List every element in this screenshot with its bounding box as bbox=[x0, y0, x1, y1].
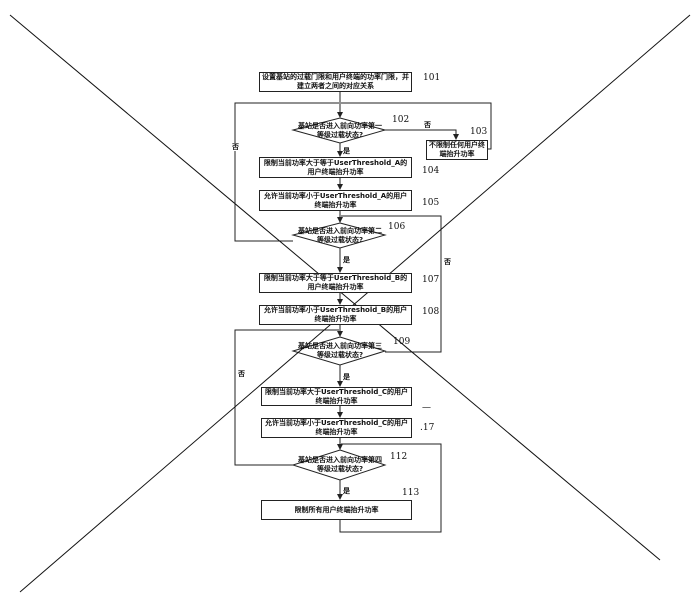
step-text: 限制所有用户终端抬升功率 bbox=[294, 505, 379, 514]
step-text: 限制当前功率大于UserThreshold_C的用户终端抬升功率 bbox=[264, 387, 408, 405]
step-number: 104 bbox=[422, 166, 440, 176]
step-number: 108 bbox=[422, 307, 440, 317]
decision-109-text: 基站是否进入前向功率第三等级过载状态? bbox=[298, 342, 382, 359]
decision-106-text: 基站是否进入前向功率第二等级过载状态? bbox=[298, 227, 382, 244]
step-104-box: 限制当前功率大于等于UserThreshold_A的用户终端抬升功率 bbox=[259, 157, 412, 178]
step-number: 112 bbox=[390, 452, 408, 462]
step-110-box: 限制当前功率大于UserThreshold_C的用户终端抬升功率 bbox=[261, 387, 412, 406]
step-text: 允许当前功率小于UserThreshold_C的用户终端抬升功率 bbox=[264, 419, 408, 436]
step-108-box: 允许当前功率小于UserThreshold_B的用户终端抬升功率 bbox=[259, 305, 412, 325]
step-number: 109 bbox=[393, 337, 411, 347]
step-105-box: 允许当前功率小于UserThreshold_A的用户终端抬升功率 bbox=[259, 190, 412, 211]
step-number: 101 bbox=[423, 73, 441, 83]
step-text: 允许当前功率小于UserThreshold_B的用户终端抬升功率 bbox=[263, 306, 408, 323]
step-111-box: 允许当前功率小于UserThreshold_C的用户终端抬升功率 bbox=[261, 418, 412, 438]
yes-label: 是 bbox=[343, 147, 350, 155]
step-number: 105 bbox=[422, 198, 440, 208]
no-label: 否 bbox=[444, 258, 451, 266]
step-101-box: 设置基站的过载门限和用户终端的功率门限，并建立两者之间的对应关系 bbox=[259, 72, 412, 92]
step-text: 允许当前功率小于UserThreshold_A的用户终端抬升功率 bbox=[263, 191, 408, 209]
yes-label: 是 bbox=[343, 487, 350, 495]
step-number: 103 bbox=[470, 127, 488, 137]
no-label: 否 bbox=[232, 143, 239, 151]
step-number: 113 bbox=[402, 488, 420, 498]
step-107-box: 限制当前功率大于等于UserThreshold_B的用户终端抬升功率 bbox=[259, 273, 412, 293]
step-number: — bbox=[422, 403, 431, 413]
step-text: 限制当前功率大于等于UserThreshold_B的用户终端抬升功率 bbox=[263, 274, 408, 291]
no-label: 否 bbox=[238, 370, 245, 378]
yes-label: 是 bbox=[343, 256, 350, 264]
step-text: 限制当前功率大于等于UserThreshold_A的用户终端抬升功率 bbox=[263, 158, 408, 176]
step-text: 不限制任何用户终端抬升功率 bbox=[429, 141, 485, 158]
step-text: 设置基站的过载门限和用户终端的功率门限，并建立两者之间的对应关系 bbox=[262, 73, 409, 90]
yes-label: 是 bbox=[343, 373, 350, 381]
decision-102-text: 基站是否进入前向功率第一等级过载状态? bbox=[298, 122, 382, 139]
step-number: .17 bbox=[420, 423, 435, 433]
step-103-box: 不限制任何用户终端抬升功率 bbox=[426, 140, 488, 160]
step-number: 102 bbox=[392, 115, 410, 125]
step-113-box: 限制所有用户终端抬升功率 bbox=[261, 500, 412, 520]
decision-112-text: 基站是否进入前向功率第四等级过载状态? bbox=[298, 456, 382, 473]
step-number: 107 bbox=[422, 275, 440, 285]
no-label: 否 bbox=[424, 121, 431, 129]
step-number: 106 bbox=[388, 222, 406, 232]
